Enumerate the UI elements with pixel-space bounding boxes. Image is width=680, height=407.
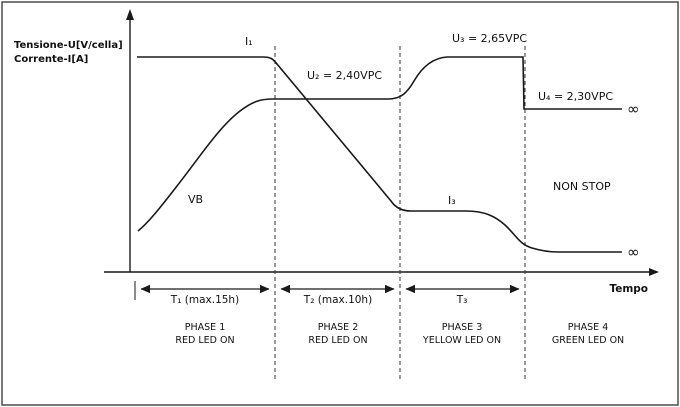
current-curve bbox=[137, 56, 622, 253]
label-u4: U₄ = 2,30VPC bbox=[538, 90, 613, 103]
phase1-name: PHASE 1 bbox=[185, 322, 225, 333]
phase4-name: PHASE 4 bbox=[568, 322, 608, 333]
infinity-symbol-voltage: ∞ bbox=[627, 100, 640, 118]
label-i3: I₃ bbox=[448, 194, 456, 207]
y-axis-label-line1: Tensione-U[V/cella] bbox=[14, 40, 123, 51]
phase3-led: YELLOW LED ON bbox=[422, 335, 501, 346]
phase4-led: GREEN LED ON bbox=[552, 335, 624, 346]
voltage-curve bbox=[137, 56, 622, 232]
t1-label: T₁ (max.15h) bbox=[170, 294, 239, 306]
label-i1: I₁ bbox=[245, 35, 253, 48]
phase1-led: RED LED ON bbox=[175, 335, 234, 346]
y-axis-label-line2: Corrente-I[A] bbox=[14, 54, 88, 65]
phase2-name: PHASE 2 bbox=[318, 322, 358, 333]
x-axis-arrow bbox=[649, 268, 659, 276]
phase3-name: PHASE 3 bbox=[442, 322, 482, 333]
label-u2: U₂ = 2,40VPC bbox=[307, 69, 382, 82]
infinity-symbol-current: ∞ bbox=[627, 243, 640, 261]
label-non-stop: NON STOP bbox=[553, 180, 611, 193]
y-axis-arrow bbox=[126, 9, 134, 20]
label-vb: VB bbox=[188, 193, 203, 206]
x-axis-label: Tempo bbox=[609, 283, 648, 295]
t2-label: T₂ (max.10h) bbox=[303, 294, 372, 306]
t3-label: T₃ bbox=[456, 294, 468, 306]
label-u3: U₃ = 2,65VPC bbox=[452, 32, 527, 45]
phase2-led: RED LED ON bbox=[308, 335, 367, 346]
